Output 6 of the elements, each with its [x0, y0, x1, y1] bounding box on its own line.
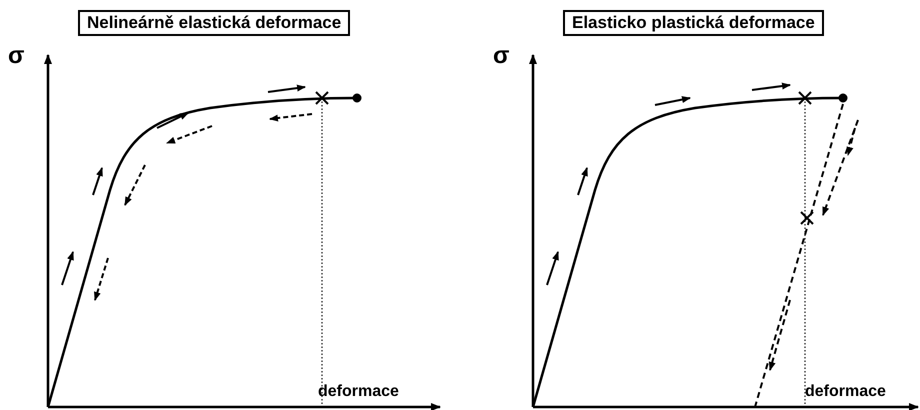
axis-label: deformace	[805, 383, 886, 401]
axis-label: σ	[493, 42, 510, 70]
chart-title: Nelineárně elastická deformace	[78, 10, 350, 36]
chart-title: Elasticko plastická deformace	[563, 10, 824, 36]
axis-label: σ	[8, 42, 24, 70]
axis-label: deformace	[318, 383, 399, 401]
